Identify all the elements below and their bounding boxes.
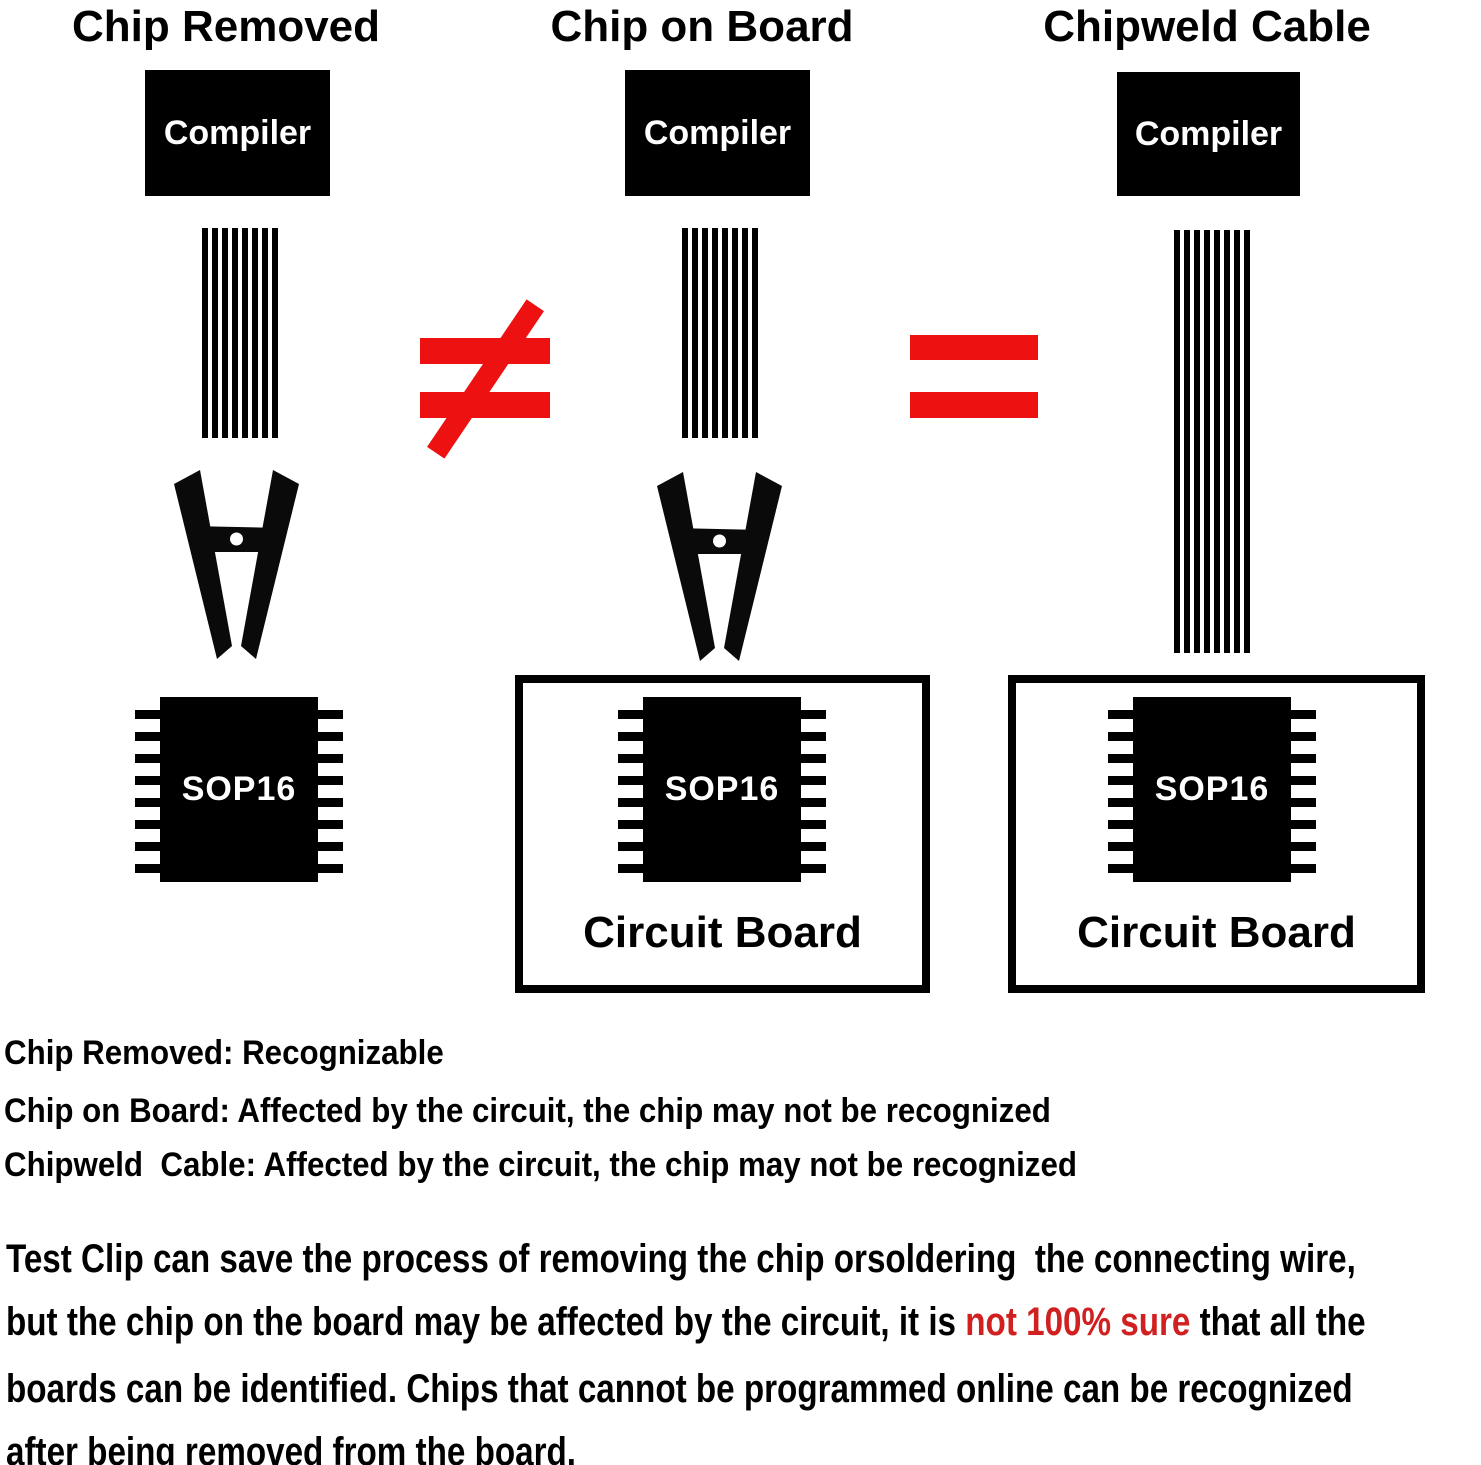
ribbon-cable-1: [202, 228, 278, 438]
paragraph-line-3: boards can be identified. Chips that can…: [6, 1367, 1353, 1411]
paragraph-line-4: after being removed from the board.: [6, 1430, 577, 1465]
circuit-board-2: Circuit Board: [515, 675, 930, 993]
compiler-label-3: Compiler: [1134, 114, 1283, 153]
not-equal-symbol: [420, 295, 550, 463]
chip-body-3: SOP16: [1133, 697, 1291, 882]
chip-label-2: SOP16: [664, 770, 780, 808]
chip-body-2: SOP16: [643, 697, 801, 882]
compiler-label-2: Compiler: [643, 113, 792, 152]
chip-pins-left-3: [1108, 710, 1134, 873]
column-title-chip-on-board: Chip on Board: [550, 2, 854, 51]
note-chip-on-board: Chip on Board: Affected by the circuit, …: [4, 1092, 1051, 1130]
chip-label-3: SOP16: [1154, 770, 1270, 808]
paragraph-line-2-red-emphasis: not 100% sure: [965, 1300, 1191, 1344]
equal-symbol: [910, 335, 1038, 425]
equal-top-bar: [910, 335, 1038, 360]
chip-pins-left-2: [618, 710, 644, 873]
note-chip-removed: Chip Removed: Recognizable: [4, 1034, 444, 1072]
compiler-label-1: Compiler: [163, 113, 312, 152]
sop16-chip-2: SOP16: [618, 697, 826, 882]
sop16-chip-3: SOP16: [1108, 697, 1316, 882]
paragraph-line-1: Test Clip can save the process of removi…: [6, 1237, 1356, 1281]
column-title-chipweld-cable: Chipweld Cable: [1043, 2, 1371, 51]
compiler-box-3: Compiler: [1117, 72, 1300, 196]
paragraph-line-2-post: that all the: [1190, 1300, 1366, 1344]
test-clip-icon-2: [657, 472, 782, 661]
ribbon-cable-long-3: [1174, 230, 1250, 653]
compiler-box-1: Compiler: [145, 70, 330, 196]
chip-pins-left-1: [135, 710, 161, 873]
compiler-box-2: Compiler: [625, 70, 810, 196]
test-clip-icon-1: [174, 470, 299, 659]
circuit-board-label-2: Circuit Board: [583, 908, 862, 957]
ribbon-cable-2: [682, 228, 758, 438]
chip-label-1: SOP16: [181, 770, 297, 808]
paragraph-line-2: but the chip on the board may be affecte…: [6, 1299, 1366, 1345]
chip-body-1: SOP16: [160, 697, 318, 882]
circuit-board-label-3: Circuit Board: [1077, 908, 1356, 957]
chip-pins-right-2: [800, 710, 826, 873]
note-chipweld-cable: Chipweld Cable: Affected by the circuit,…: [4, 1146, 1077, 1184]
equal-bottom-bar: [910, 392, 1038, 418]
sop16-chip-1: SOP16: [135, 697, 343, 882]
column-title-chip-removed: Chip Removed: [71, 2, 381, 51]
not-equal-slash: [427, 299, 544, 459]
chip-pins-right-1: [317, 710, 343, 873]
chip-pins-right-3: [1290, 710, 1316, 873]
paragraph-line-2-pre: but the chip on the board may be affecte…: [6, 1300, 966, 1344]
